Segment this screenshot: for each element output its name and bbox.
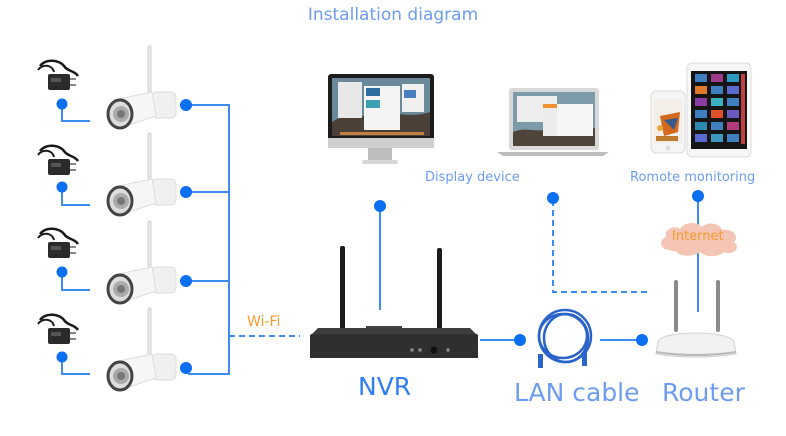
laptop-dashed-link <box>552 200 648 293</box>
connection-dot <box>180 275 192 287</box>
adapter-2-link <box>61 187 90 206</box>
nvr-recorder-icon <box>310 246 478 358</box>
adapter-4-link <box>61 357 90 375</box>
wifi-label: Wi-Fi <box>247 314 281 330</box>
laptop-icon <box>497 88 609 156</box>
connection-dot <box>56 98 68 110</box>
adapter-3-link <box>61 272 90 291</box>
power-adapter-icon <box>37 144 80 175</box>
power-adapter-icon <box>37 59 80 90</box>
lan-cable-label: LAN cable <box>514 378 640 407</box>
smartphone-icon <box>650 90 686 154</box>
connection-dot <box>180 99 192 111</box>
cloud-icon <box>661 223 737 257</box>
remote-monitoring-label: Romote monitoring <box>630 170 756 185</box>
connection-dot <box>547 192 559 204</box>
connection-dot <box>514 334 526 346</box>
internet-label: Internet <box>672 229 724 244</box>
connection-dot <box>56 351 68 363</box>
connection-dot <box>636 334 648 346</box>
camera-bus-line <box>188 104 230 375</box>
connection-dot <box>692 190 704 202</box>
connection-dot <box>180 362 192 374</box>
router-label: Router <box>662 378 745 407</box>
display-device-label: Display device <box>425 170 520 185</box>
connection-dot <box>56 181 68 193</box>
lan-cable-icon <box>537 308 593 368</box>
router-icon <box>655 280 737 358</box>
connection-dot <box>56 266 68 278</box>
bullet-camera-icon <box>106 220 177 305</box>
nvr-label: NVR <box>358 372 412 401</box>
diagram-title: Installation diagram <box>307 5 479 25</box>
tablet-icon <box>686 62 752 158</box>
bullet-camera-icon <box>106 307 177 392</box>
bullet-camera-icon <box>106 132 177 217</box>
bullet-camera-icon <box>106 45 177 130</box>
connection-dot <box>180 186 192 198</box>
connection-dot <box>374 200 386 212</box>
power-adapter-icon <box>37 227 80 258</box>
adapter-1-link <box>61 104 90 122</box>
desktop-monitor-icon <box>328 74 434 164</box>
power-adapter-icon <box>37 313 80 344</box>
